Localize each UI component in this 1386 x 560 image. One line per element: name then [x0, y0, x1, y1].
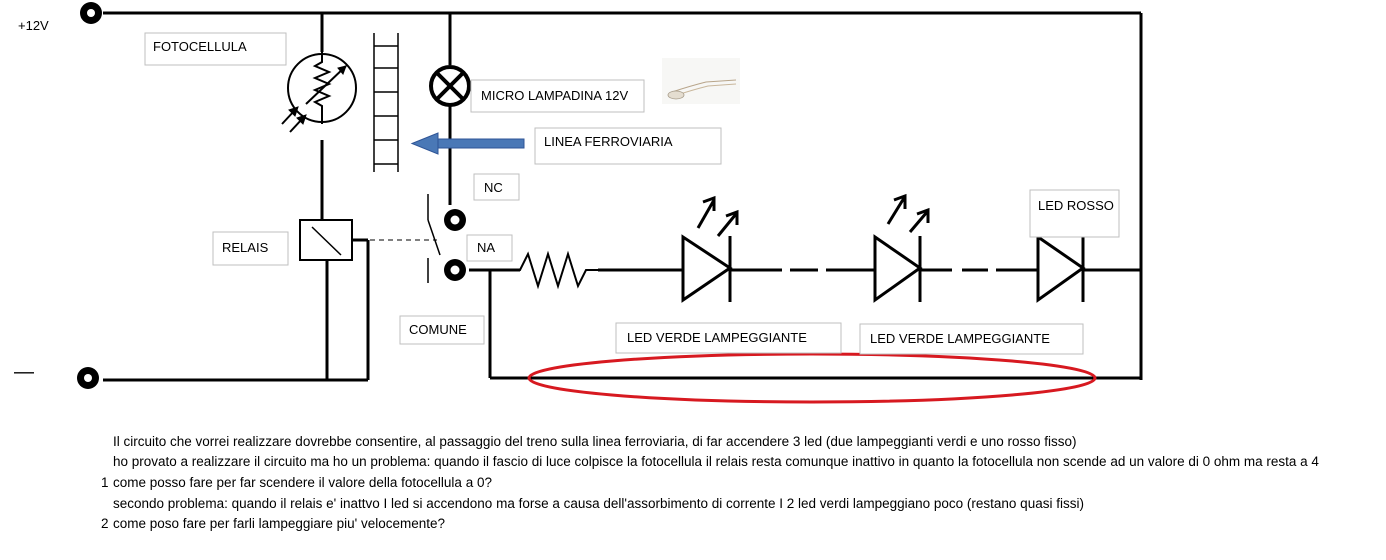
svg-text:LED ROSSO: LED ROSSO: [1038, 198, 1114, 213]
note-line-4: secondo problema: quando il relais e' in…: [113, 496, 1084, 511]
relay-switch: [427, 194, 441, 283]
label-na: NA: [466, 234, 513, 262]
led-red-symbol: [1036, 234, 1086, 303]
label-led-green-1: LED VERDE LAMPEGGIANTE: [615, 322, 842, 354]
svg-text:NA: NA: [477, 240, 495, 255]
svg-text:LINEA FERROVIARIA: LINEA FERROVIARIA: [544, 134, 673, 149]
svg-text:LED VERDE LAMPEGGIANTE: LED VERDE LAMPEGGIANTE: [870, 331, 1050, 346]
svg-text:RELAIS: RELAIS: [222, 240, 269, 255]
terminal-negative: [77, 367, 99, 389]
led-green-1-symbol: [681, 195, 739, 303]
led-green-2-symbol: [873, 193, 930, 303]
photocell-symbol: [281, 52, 357, 133]
label-led-green-2: LED VERDE LAMPEGGIANTE: [859, 323, 1084, 355]
resistor-symbol: [510, 250, 598, 290]
svg-text:FOTOCELLULA: FOTOCELLULA: [153, 39, 247, 54]
terminal-na: [444, 259, 466, 281]
svg-text:LED VERDE LAMPEGGIANTE: LED VERDE LAMPEGGIANTE: [627, 330, 807, 345]
train-direction-arrow: [410, 132, 525, 155]
terminal-nc: [444, 209, 466, 231]
circuit-diagram: +12V —: [14, 2, 1143, 404]
label-nc: NC: [473, 173, 520, 201]
bulb-symbol: [429, 65, 471, 107]
label-rail: LINEA FERROVIARIA: [534, 127, 722, 165]
note-line-1: Il circuito che vorrei realizzare dovreb…: [113, 434, 1077, 449]
relay-symbol: [299, 219, 437, 261]
note-number-1: 1: [101, 475, 109, 490]
note-line-5: come poso fare per farli lampeggiare piu…: [113, 516, 446, 531]
terminal-positive: [80, 2, 102, 24]
label-bulb: MICRO LAMPADINA 12V: [470, 79, 645, 113]
highlight-ellipse: [527, 352, 1097, 404]
note-line-2: ho provato a realizzare il circuito ma h…: [113, 454, 1319, 469]
note-line-3: come posso fare per far scendere il valo…: [113, 475, 492, 490]
railway-track: [373, 33, 399, 172]
label-led-red: LED ROSSO: [1029, 189, 1120, 238]
svg-text:COMUNE: COMUNE: [409, 322, 467, 337]
supply-negative-label: —: [14, 361, 34, 383]
note-number-2: 2: [101, 516, 109, 531]
label-photocell: FOTOCELLULA: [144, 32, 287, 66]
label-relay: RELAIS: [212, 231, 289, 266]
supply-positive-label: +12V: [18, 18, 49, 33]
label-common: COMUNE: [399, 315, 485, 345]
svg-text:MICRO LAMPADINA 12V: MICRO LAMPADINA 12V: [481, 88, 628, 103]
bulb-photo: [662, 58, 740, 104]
svg-text:NC: NC: [484, 180, 503, 195]
